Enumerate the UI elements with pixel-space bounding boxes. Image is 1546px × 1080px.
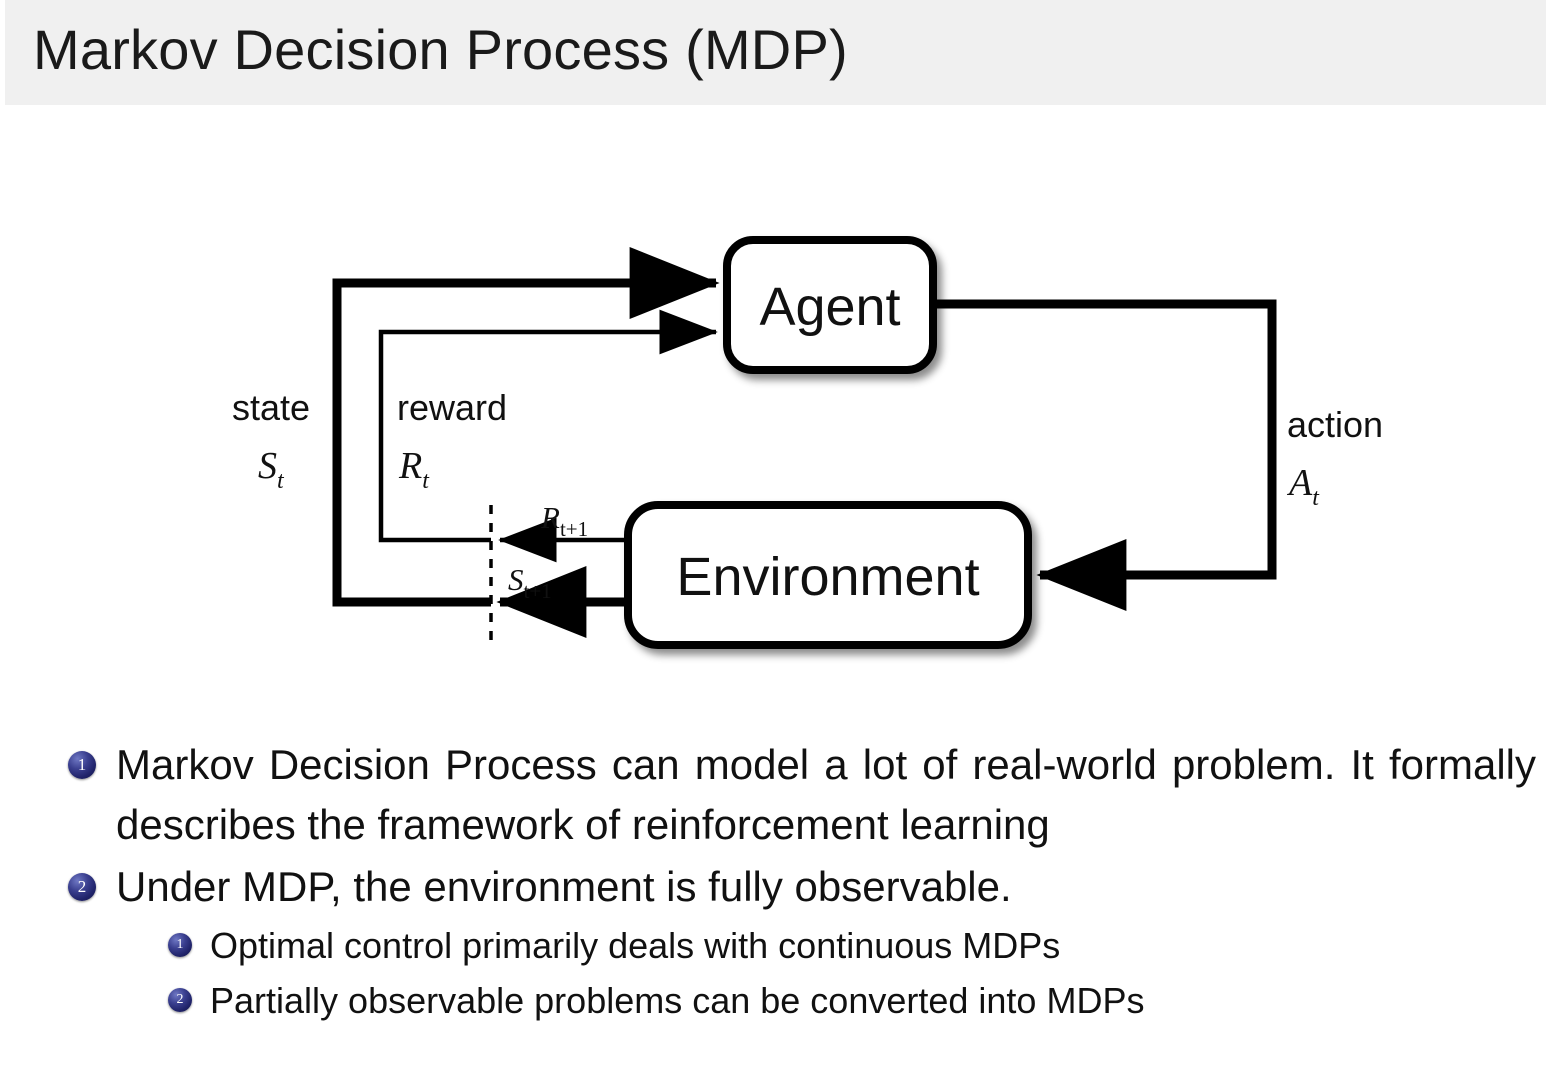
state-next-label: St+1	[508, 562, 552, 603]
environment-box[interactable]: Environment	[624, 501, 1032, 649]
action-arrow	[936, 299, 1277, 611]
sub-list-item-text: Optimal control primarily deals with con…	[210, 925, 1061, 966]
bullet-badge: 2	[68, 873, 96, 901]
list-item[interactable]: 1 Markov Decision Process can model a lo…	[68, 735, 1546, 855]
sub-bullet-badge: 1	[168, 933, 192, 957]
sub-list-item[interactable]: 2 Partially observable problems can be c…	[168, 974, 1546, 1028]
reward-label-word: reward	[397, 387, 507, 428]
list-item[interactable]: 2 Under MDP, the environment is fully ob…	[68, 857, 1546, 917]
bullet-badge: 1	[68, 751, 96, 779]
agent-box[interactable]: Agent	[723, 236, 937, 374]
sub-bullet-badge: 2	[168, 988, 192, 1012]
agent-box-label: Agent	[759, 277, 900, 337]
slide-header-band: Markov Decision Process (MDP)	[5, 0, 1546, 105]
state-label-word: state	[232, 387, 310, 428]
environment-box-label: Environment	[676, 547, 979, 607]
page-title: Markov Decision Process (MDP)	[33, 18, 848, 81]
reward-next-label: Rt+1	[540, 500, 588, 541]
sub-list-item[interactable]: 1 Optimal control primarily deals with c…	[168, 919, 1546, 973]
state-label-symbol: St	[258, 445, 285, 494]
action-label-word: action	[1287, 404, 1383, 445]
list-item-text: Under MDP, the environment is fully obse…	[116, 863, 1012, 910]
state-feedback-arrow	[332, 247, 720, 607]
bullet-list: 1 Markov Decision Process can model a lo…	[0, 735, 1546, 1029]
mdp-diagram: Agent Environment state St reward Rt act…	[0, 110, 1546, 710]
reward-feedback-arrow	[378, 309, 718, 543]
list-item-text: Markov Decision Process can model a lot …	[116, 741, 1536, 848]
reward-label-symbol: Rt	[398, 445, 430, 494]
sub-list-item-text: Partially observable problems can be con…	[210, 980, 1145, 1021]
action-label-symbol: At	[1286, 462, 1320, 511]
